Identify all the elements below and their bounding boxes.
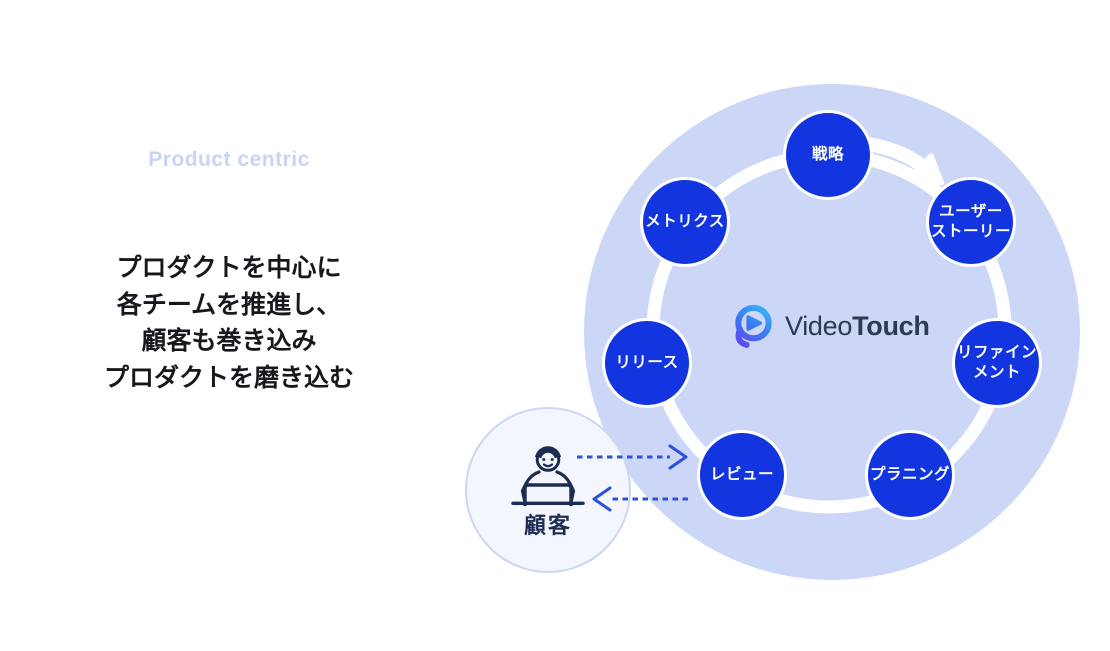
node-label: ユーザー ストーリー (930, 202, 1011, 240)
cycle-node-planning: プラニング (865, 430, 955, 520)
eyebrow-label: Product centric (148, 148, 310, 171)
person-head (535, 447, 561, 472)
play-icon (746, 315, 763, 331)
node-label: リファイン メント (956, 343, 1037, 381)
node-label: メトリクス (645, 212, 725, 230)
customer-circle: 顧客 (465, 407, 631, 573)
node-label: リリース (615, 353, 679, 371)
node-label: プラニング (869, 465, 950, 483)
play-circle-gradient-icon (735, 304, 772, 348)
cycle-node-refinement: リファイン メント (952, 318, 1042, 408)
person-eye-left (542, 458, 546, 461)
cycle-node-strategy: 戦略 (783, 110, 873, 200)
node-label: レビュー (709, 465, 774, 483)
person-arm-right (555, 470, 576, 502)
node-label: 戦略 (811, 145, 844, 163)
person-arm-left (520, 470, 541, 502)
cycle-node-release: リリース (602, 318, 692, 408)
brand-name-regular: Video (785, 310, 853, 341)
cycle-node-review: レビュー (697, 430, 787, 520)
person-at-laptop-icon (511, 446, 585, 506)
brand-wordmark: VideoTouch (785, 311, 930, 342)
person-smile (542, 463, 554, 468)
laptop-screen (523, 483, 573, 506)
person-eye-right (550, 458, 554, 461)
cycle-node-metrics: メトリクス (640, 177, 730, 267)
headline-text: プロダクトを中心に 各チームを推進し、 顧客も巻き込み プロダクトを磨き込む (103, 254, 354, 392)
cycle-node-user-story: ユーザー ストーリー (926, 177, 1016, 267)
brand-name-bold: Touch (852, 310, 930, 341)
customer-label: 顧客 (523, 513, 572, 538)
brand-logo: VideoTouch (729, 302, 930, 350)
